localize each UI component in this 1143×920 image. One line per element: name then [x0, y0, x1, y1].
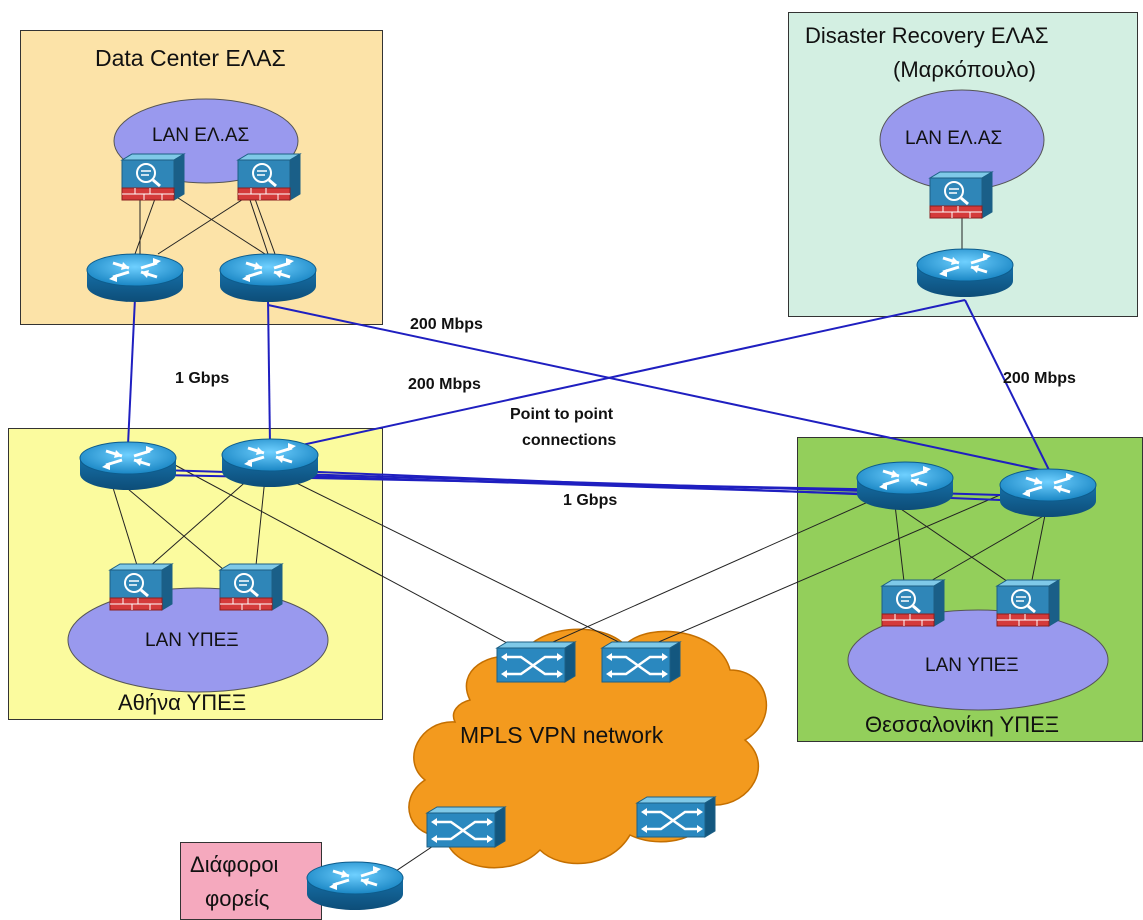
- athens-lan-label: LAN ΥΠΕΞ: [145, 630, 239, 651]
- thess-title: Θεσσαλονίκη ΥΠΕΞ: [865, 712, 1060, 737]
- switch-icon: [495, 640, 577, 684]
- mpls-cloud-label: MPLS VPN network: [460, 722, 664, 748]
- firewall-icon: [236, 152, 302, 202]
- router-icon: [305, 860, 405, 912]
- link-label-dc-thess: 200 Mbps: [410, 316, 483, 333]
- p2p-label-line1: Point to point: [510, 406, 614, 423]
- switch-icon: [600, 640, 682, 684]
- router-icon: [220, 437, 320, 489]
- dr-title-line1: Disaster Recovery ΕΛΑΣ: [805, 23, 1049, 48]
- link-label-dc-athens: 1 Gbps: [175, 370, 230, 387]
- dr-title-line2: (Μαρκόπουλο): [893, 57, 1036, 82]
- link-label-dr-thess: 200 Mbps: [1003, 370, 1076, 387]
- other-line1: Διάφοροι: [190, 852, 279, 877]
- firewall-icon: [218, 562, 284, 612]
- dc-title: Data Center ΕΛΑΣ: [95, 45, 286, 71]
- link-label-dr-athens: 200 Mbps: [408, 376, 481, 393]
- router-icon: [998, 467, 1098, 519]
- p2p-label-line2: connections: [522, 432, 617, 449]
- switch-icon: [635, 795, 717, 839]
- router-icon: [78, 440, 178, 492]
- firewall-icon: [880, 578, 946, 628]
- firewall-icon: [995, 578, 1061, 628]
- router-icon: [218, 252, 318, 304]
- dc-lan-label: LAN ΕΛ.ΑΣ: [152, 125, 250, 146]
- firewall-icon: [120, 152, 186, 202]
- dr-lan-label: LAN ΕΛ.ΑΣ: [905, 128, 1003, 149]
- firewall-icon: [108, 562, 174, 612]
- link-label-athens-thess: 1 Gbps: [563, 492, 618, 509]
- firewall-icon: [928, 170, 994, 220]
- router-icon: [915, 247, 1015, 299]
- athens-lan-ellipse: [67, 587, 329, 693]
- thess-lan-label: LAN ΥΠΕΞ: [925, 655, 1019, 676]
- router-icon: [85, 252, 185, 304]
- other-line2: φορείς: [205, 886, 270, 911]
- athens-title: Αθήνα ΥΠΕΞ: [118, 690, 247, 715]
- thess-lan-ellipse: [847, 609, 1109, 711]
- switch-icon: [425, 805, 507, 849]
- other-entities-zone: [180, 842, 322, 920]
- router-icon: [855, 460, 955, 512]
